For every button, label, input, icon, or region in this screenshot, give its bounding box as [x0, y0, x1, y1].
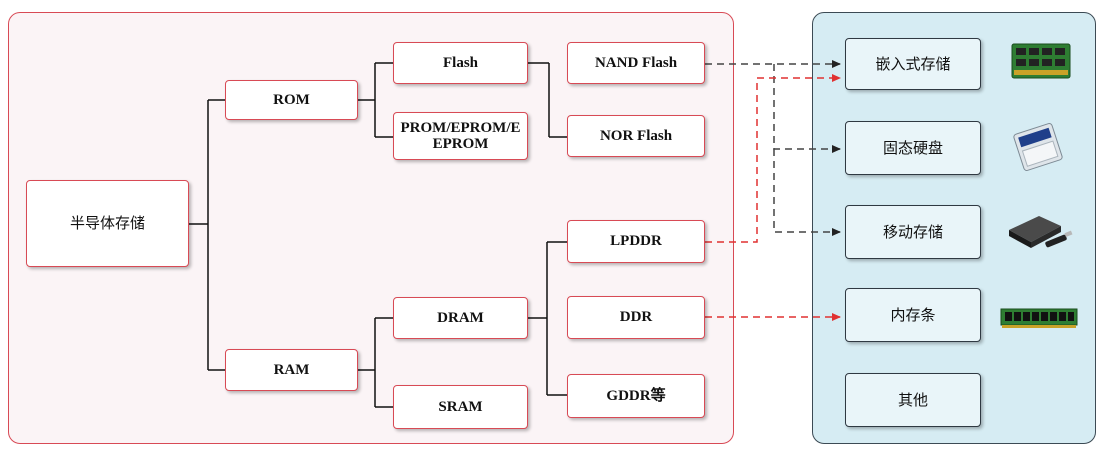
sram-node[interactable]: SRAM: [393, 385, 528, 429]
link-nand-ssd: [773, 64, 841, 153]
tree-line-dram: [528, 241, 567, 396]
dram-node[interactable]: DRAM: [393, 297, 528, 339]
ddr-node[interactable]: DDR: [567, 296, 705, 339]
link-lpddr-embedded: [705, 74, 841, 243]
portable-drive-icon: [1009, 216, 1073, 248]
ram-stick-icon: [1000, 308, 1078, 328]
app-embedded-storage[interactable]: 嵌入式存储: [845, 38, 981, 90]
app-memory-module[interactable]: 内存条: [845, 288, 981, 342]
nor-flash-node[interactable]: NOR Flash: [567, 115, 705, 157]
tree-line-root: [189, 99, 225, 371]
app-other[interactable]: 其他: [845, 373, 981, 427]
prom-node[interactable]: PROM/EPROM/EEPROM: [393, 112, 528, 160]
ram-node[interactable]: RAM: [225, 349, 358, 391]
rom-node[interactable]: ROM: [225, 80, 358, 120]
flash-node[interactable]: Flash: [393, 42, 528, 84]
link-nand-mobile: [773, 149, 841, 236]
lpddr-node[interactable]: LPDDR: [567, 220, 705, 263]
app-mobile-storage[interactable]: 移动存储: [845, 205, 981, 259]
tree-line-flash: [528, 62, 567, 138]
gddr-node[interactable]: GDDR等: [567, 374, 705, 418]
tree-line-rom: [358, 62, 393, 138]
nand-flash-node[interactable]: NAND Flash: [567, 42, 705, 84]
app-ssd[interactable]: 固态硬盘: [845, 121, 981, 175]
root-node[interactable]: 半导体存储: [26, 180, 189, 267]
memory-chip-module-icon: [1011, 43, 1071, 79]
tree-line-ram: [358, 317, 393, 408]
ssd-icon: [1013, 123, 1063, 171]
